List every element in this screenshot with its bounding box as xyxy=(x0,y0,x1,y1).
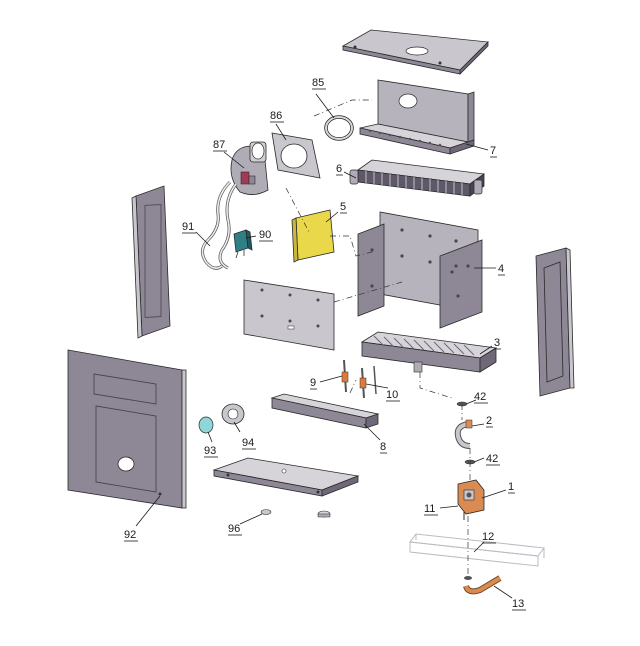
drain-cap xyxy=(317,510,331,518)
gas-elbow-pipe xyxy=(454,419,473,449)
callout-90: 90 xyxy=(259,229,271,241)
callout-92: 92 xyxy=(124,529,136,541)
combustion-fan xyxy=(230,141,269,195)
callout-86: 86 xyxy=(270,110,282,122)
insulation-board xyxy=(291,209,335,263)
gas-inlet-fitting xyxy=(463,575,502,595)
smoke-hood xyxy=(359,79,475,155)
callout-labels: 85 86 87 7 6 5 91 90 4 3 9 10 42 2 8 42 … xyxy=(124,77,526,611)
callout-12: 12 xyxy=(482,531,494,543)
sight-glass xyxy=(198,416,214,434)
callout-3: 3 xyxy=(494,337,500,349)
callout-7: 7 xyxy=(490,145,496,157)
fan-mounting-plate xyxy=(271,132,321,179)
callout-85: 85 xyxy=(312,77,324,89)
combustion-chamber xyxy=(357,211,483,329)
callout-10: 10 xyxy=(386,389,398,401)
callout-9: 9 xyxy=(310,377,316,389)
callout-13: 13 xyxy=(512,598,524,610)
top-cover-plate xyxy=(341,29,489,75)
callout-4: 4 xyxy=(498,263,504,275)
callout-42-lower: 42 xyxy=(486,453,498,465)
callout-96: 96 xyxy=(228,523,240,535)
callout-8: 8 xyxy=(380,441,386,453)
right-side-panel xyxy=(535,247,575,397)
pressure-switch-tubing xyxy=(201,180,238,270)
base-tray xyxy=(212,457,360,497)
callout-1: 1 xyxy=(508,481,514,493)
callout-94: 94 xyxy=(242,437,254,449)
callout-87: 87 xyxy=(213,139,225,151)
left-side-panel xyxy=(131,185,171,339)
callout-91: 91 xyxy=(182,221,194,233)
gasket-ring xyxy=(324,115,354,141)
leader-lines xyxy=(135,93,513,599)
callout-11: 11 xyxy=(424,503,435,515)
burner-assembly xyxy=(360,331,498,373)
heat-exchanger xyxy=(349,159,486,197)
front-door-panel xyxy=(67,349,187,509)
callout-6: 6 xyxy=(336,163,342,175)
grommet xyxy=(260,509,272,515)
burner-bracket xyxy=(270,393,380,429)
gas-valve xyxy=(457,479,485,520)
assembly-lines xyxy=(285,99,471,576)
callout-42-upper: 42 xyxy=(474,391,486,403)
sight-glass-gasket xyxy=(221,403,245,425)
rear-chamber-panel xyxy=(243,279,335,351)
callout-2: 2 xyxy=(486,415,492,427)
control-module xyxy=(233,229,253,259)
ignition-electrodes xyxy=(341,359,377,399)
callout-5: 5 xyxy=(340,201,346,213)
callout-93: 93 xyxy=(204,445,216,457)
valve-bracket xyxy=(409,533,545,567)
